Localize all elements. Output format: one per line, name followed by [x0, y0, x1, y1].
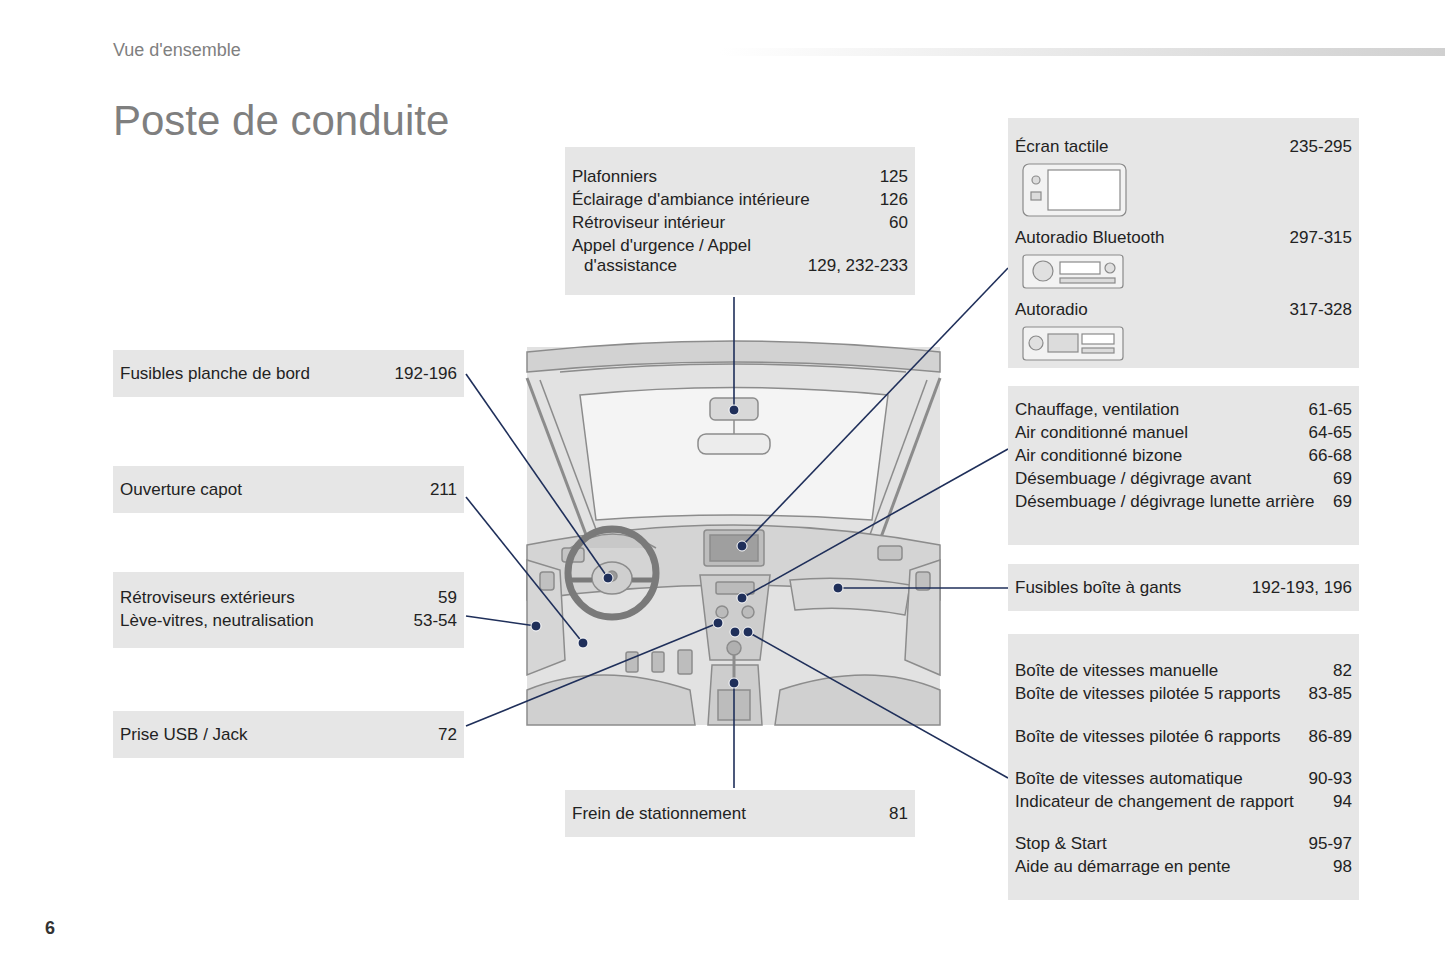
item-name: Indicateur de changement de rapport	[1015, 792, 1294, 812]
info-box: Plafonniers 125Éclairage d'ambiance intér…	[565, 147, 915, 295]
item-name: Prise USB / Jack	[120, 725, 248, 745]
index-row: Rétroviseur intérieur 60	[572, 213, 908, 233]
bluetooth-radio-icon	[1023, 255, 1123, 288]
item-name: Air conditionné bizone	[1015, 446, 1182, 466]
page-number: 86-89	[1309, 727, 1352, 747]
index-row: Air conditionné bizone 66-68	[1015, 446, 1352, 466]
index-row: Aide au démarrage en pente 98	[1015, 857, 1352, 877]
index-row: Stop & Start 95-97	[1015, 834, 1352, 854]
index-row: Prise USB / Jack 72	[120, 725, 457, 745]
index-row: Rétroviseurs extérieurs 59	[120, 588, 457, 608]
item-name: Fusibles boîte à gants	[1015, 578, 1181, 598]
item-name: Éclairage d'ambiance intérieure	[572, 190, 810, 210]
page-number: 60	[889, 213, 908, 233]
page-number: 81	[889, 804, 908, 824]
page-number: 125	[880, 167, 908, 187]
index-row: Air conditionné manuel 64-65	[1015, 423, 1352, 443]
page-number: 98	[1333, 857, 1352, 877]
page-number: 6	[45, 918, 55, 939]
page-number: 317-328	[1290, 300, 1352, 320]
page-number: 192-196	[395, 364, 457, 384]
index-row: Ouverture capot 211	[120, 480, 457, 500]
item-name: Boîte de vitesses automatique	[1015, 769, 1243, 789]
info-box: Écran tactile 235-295Autoradio Bluetooth 2…	[1008, 118, 1359, 368]
item-name: Autoradio Bluetooth	[1015, 228, 1164, 248]
page-number: 211	[430, 480, 457, 500]
index-row: Autoradio Bluetooth 297-315	[1015, 228, 1352, 248]
index-row: Plafonniers 125	[572, 167, 908, 187]
page-number: 126	[880, 190, 908, 210]
index-row: Appel d'urgence / Appel d'assistance 129,…	[572, 236, 908, 276]
item-name: Lève-vitres, neutralisation	[120, 611, 314, 631]
page-title: Poste de conduite	[113, 97, 449, 145]
index-row: Lève-vitres, neutralisation 53-54	[120, 611, 457, 631]
page-number: 192-193, 196	[1252, 578, 1352, 598]
index-row: Fusibles planche de bord 192-196	[120, 364, 457, 384]
index-row: Écran tactile 235-295	[1015, 137, 1352, 157]
info-box: Fusibles boîte à gants 192-193, 196	[1008, 564, 1359, 611]
page-number: 297-315	[1290, 228, 1352, 248]
item-name: Autoradio	[1015, 300, 1088, 320]
page-number: 129, 232-233	[808, 256, 908, 276]
index-row: Indicateur de changement de rapport 94	[1015, 792, 1352, 812]
info-box: Fusibles planche de bord 192-196	[113, 350, 464, 397]
page-number: 66-68	[1309, 446, 1352, 466]
info-box: Rétroviseurs extérieurs 59Lève-vitres, ne…	[113, 572, 464, 648]
info-box: Chauffage, ventilation 61-65Air condition…	[1008, 386, 1359, 545]
item-name: Frein de stationnement	[572, 804, 746, 824]
leader-lines	[466, 268, 1008, 788]
page-number: 53-54	[414, 611, 457, 631]
page-number: 82	[1333, 661, 1352, 681]
item-name: Boîte de vitesses pilotée 5 rapports	[1015, 684, 1281, 704]
page-number: 69	[1333, 492, 1352, 512]
info-box: Ouverture capot 211	[113, 466, 464, 513]
page-number: 61-65	[1309, 400, 1352, 420]
item-name: Ouverture capot	[120, 480, 242, 500]
index-row: Boîte de vitesses pilotée 6 rapports 86-8…	[1015, 727, 1352, 747]
item-name: Rétroviseurs extérieurs	[120, 588, 295, 608]
page-number: 69	[1333, 469, 1352, 489]
item-name: Boîte de vitesses pilotée 6 rapports	[1015, 727, 1281, 747]
index-row: Fusibles boîte à gants 192-193, 196	[1015, 578, 1352, 598]
item-name: Rétroviseur intérieur	[572, 213, 725, 233]
item-name: Fusibles planche de bord	[120, 364, 310, 384]
item-name: Aide au démarrage en pente	[1015, 857, 1231, 877]
index-row: Frein de stationnement 81	[572, 804, 908, 824]
page-number: 64-65	[1309, 423, 1352, 443]
index-row: Désembuage / dégivrage avant 69	[1015, 469, 1352, 489]
index-row: Chauffage, ventilation 61-65	[1015, 400, 1352, 420]
index-row: Boîte de vitesses pilotée 5 rapports 83-8…	[1015, 684, 1352, 704]
page-number: 94	[1333, 792, 1352, 812]
item-name: Plafonniers	[572, 167, 657, 187]
item-name: Chauffage, ventilation	[1015, 400, 1179, 420]
index-row: Boîte de vitesses manuelle 82	[1015, 661, 1352, 681]
callout-dots	[531, 405, 843, 688]
section-header: Vue d'ensemble	[113, 40, 241, 61]
item-name: Air conditionné manuel	[1015, 423, 1188, 443]
page-number: 90-93	[1309, 769, 1352, 789]
item-name: Écran tactile	[1015, 137, 1109, 157]
index-row: Éclairage d'ambiance intérieure 126	[572, 190, 908, 210]
page-number: 235-295	[1290, 137, 1352, 157]
header-bar	[720, 48, 1445, 56]
page-number: 59	[438, 588, 457, 608]
item-name: Appel d'urgence / Appel d'assistance	[572, 236, 798, 276]
index-row: Désembuage / dégivrage lunette arrière 69	[1015, 492, 1352, 512]
item-name: Désembuage / dégivrage lunette arrière	[1015, 492, 1315, 512]
radio-icon	[1023, 327, 1123, 360]
touchscreen-icon	[1023, 164, 1126, 216]
index-row: Boîte de vitesses automatique 90-93	[1015, 769, 1352, 789]
index-row: Autoradio 317-328	[1015, 300, 1352, 320]
page-number: 95-97	[1309, 834, 1352, 854]
item-name: Stop & Start	[1015, 834, 1107, 854]
item-name: Désembuage / dégivrage avant	[1015, 469, 1251, 489]
info-box: Frein de stationnement 81	[565, 790, 915, 837]
info-box: Prise USB / Jack 72	[113, 711, 464, 758]
info-box: Boîte de vitesses manuelle82Boîte de vit…	[1008, 634, 1359, 900]
page-number: 72	[438, 725, 457, 745]
page-number: 83-85	[1309, 684, 1352, 704]
item-name: Boîte de vitesses manuelle	[1015, 661, 1218, 681]
